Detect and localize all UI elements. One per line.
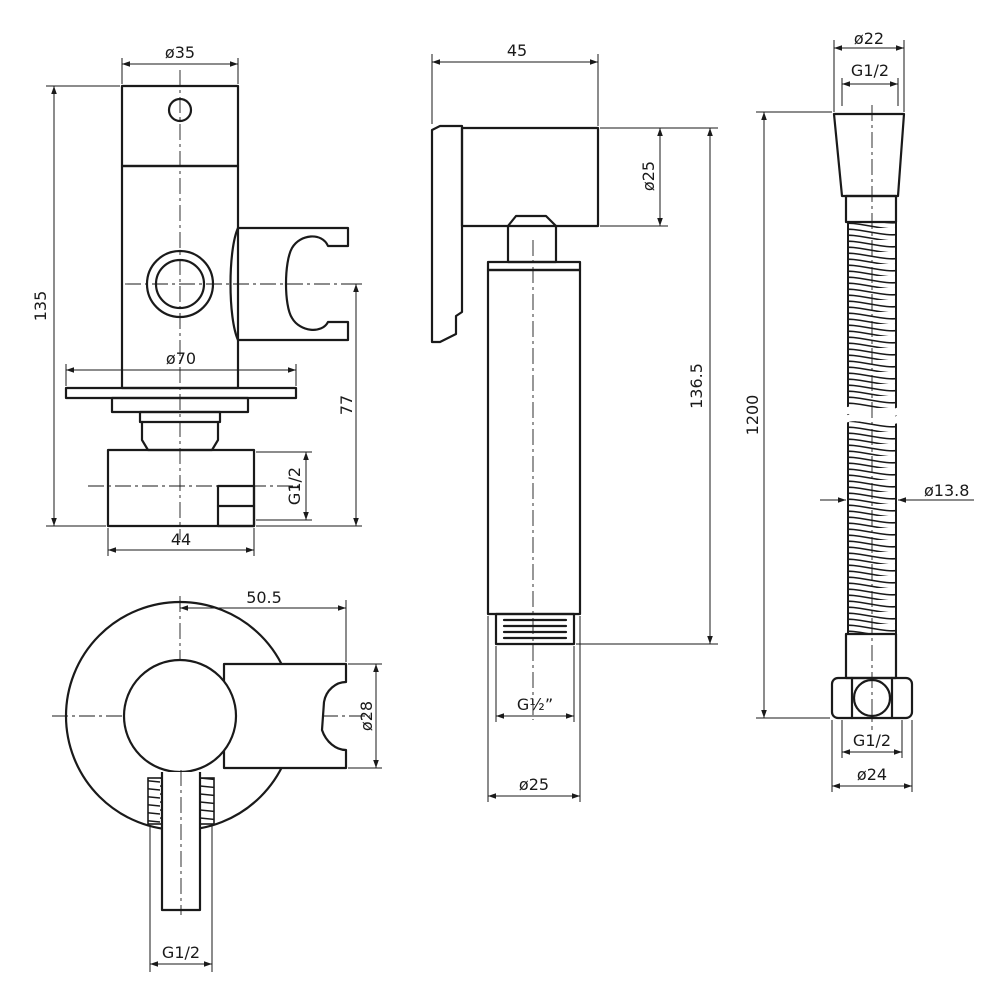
valve-front-view: ø35 135 ø70 77 G1/2 44 (31, 43, 362, 556)
hose-bottom-ferrule (844, 632, 898, 680)
dim-hose-diameter: ø13.8 (924, 481, 969, 500)
sprayer-body (486, 268, 582, 616)
dim-plan-thread: G1/2 (162, 943, 200, 962)
dim-sprayer-depth: 45 (507, 41, 527, 60)
connector-upper (138, 410, 222, 424)
hose-view: ø22 G1/2 1200 ø13.8 G1/2 ø24 (743, 29, 974, 792)
dim-hose-bottom-thread: G1/2 (853, 731, 891, 750)
dim-valve-width: 44 (171, 530, 191, 549)
dim-hose-length: 1200 (743, 395, 762, 436)
sprayer-view: 45 ø25 136.5 G½” ø25 (430, 41, 718, 802)
dim-holder-diameter: ø28 (357, 701, 376, 731)
dim-sprayer-length: 136.5 (687, 363, 706, 409)
dim-hose-nut-bottom-diameter: ø24 (857, 765, 887, 784)
sprayer-body-collar (486, 260, 582, 272)
holder-clip (236, 226, 350, 342)
dim-flange-diameter: ø70 (166, 349, 196, 368)
sprayer-neck (506, 214, 558, 264)
valve-plan-view: 50.5 ø28 G1/2 (52, 588, 382, 972)
dim-sprayer-thread: G½” (517, 695, 553, 714)
dim-valve-height: 135 (31, 291, 50, 322)
valve-cap-hole (167, 97, 193, 123)
dim-valve-inlet-height: 77 (337, 395, 356, 415)
sprayer-thread-tip (494, 612, 576, 646)
dim-valve-inlet-thread: G1/2 (285, 467, 304, 505)
dim-sprayer-body-diameter: ø25 (519, 775, 549, 794)
dim-valve-body-diameter: ø35 (165, 43, 195, 62)
holder-clip-curve (229, 226, 240, 342)
hose-top-ferrule (844, 194, 898, 224)
dim-plan-depth: 50.5 (246, 588, 282, 607)
valve-lower-box (106, 448, 256, 528)
sprayer-head (460, 126, 600, 228)
dim-sprayer-head-diameter: ø25 (639, 161, 658, 191)
dim-hose-nut-top-diameter: ø22 (854, 29, 884, 48)
hose-top-nut (832, 112, 906, 198)
flange-plate (64, 386, 298, 400)
sprayer-wall-plate (430, 124, 464, 344)
dim-hose-top-thread: G1/2 (851, 61, 889, 80)
plan-valve-circle (122, 658, 238, 774)
plan-holder (222, 662, 348, 770)
